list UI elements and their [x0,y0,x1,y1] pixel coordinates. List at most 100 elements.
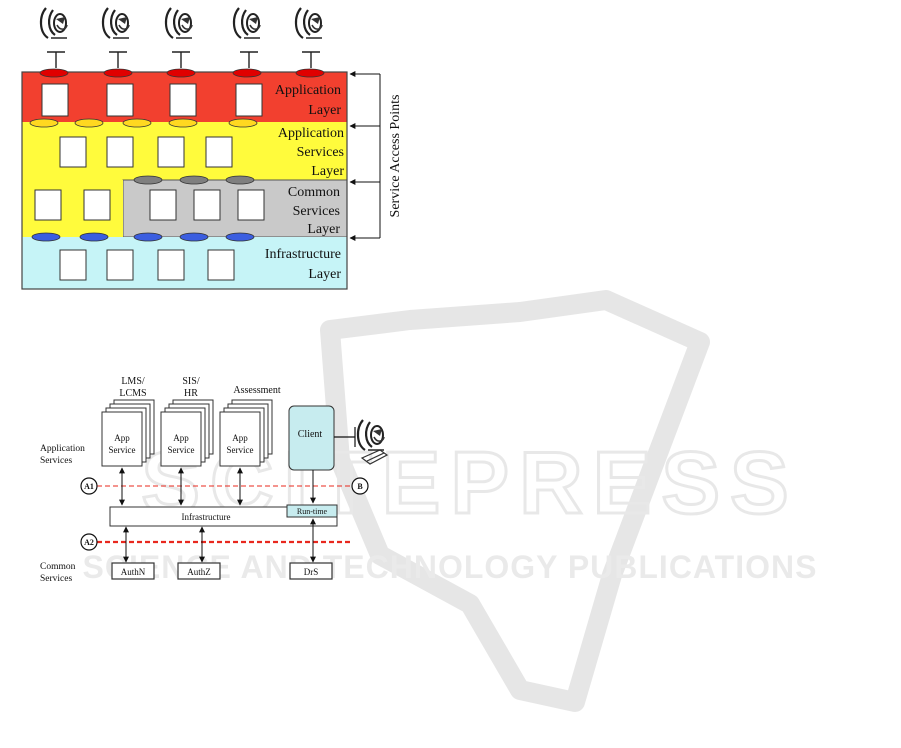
user-at-terminal-icon [232,6,262,40]
app-service-label: App [114,433,130,443]
component-box [59,249,87,281]
runtime-box [286,504,338,518]
marker-b: B [351,477,369,495]
app-service-label: App [232,433,248,443]
component-box [235,83,263,117]
marker-a1-label: A1 [84,482,94,491]
component-box [59,136,87,168]
component-boxes [34,83,265,281]
client-box [288,405,335,471]
layer-label-line: Services [297,145,344,160]
service-access-point [168,118,198,128]
layer-labels: Application Layer Application Services L… [265,83,345,282]
service-access-points [29,68,325,242]
service-access-point [225,175,255,185]
service-access-point [225,232,255,242]
app-service-label: Service [227,445,254,455]
service-access-point [122,118,152,128]
layer-label-line: Infrastructure [265,247,341,262]
service-group-heading: Assessment [233,385,280,396]
component-box [34,189,62,221]
service-access-points-label: Service Access Points [388,95,403,218]
layer-label-line: Layer [311,164,344,179]
service-access-point [39,68,69,78]
user-icons-row [39,6,324,68]
layer-label-line: Layer [307,222,340,237]
service-group-headings: LMS/ LCMS SIS/ HR Assessment [119,376,280,399]
layer-label-line: Application [275,83,341,98]
watermark: SCITEPRESS SCIENCE AND TECHNOLOGY PUBLIC… [83,290,816,712]
user-at-terminal-icon [164,6,194,40]
component-box [205,136,233,168]
app-service-label: App [173,433,189,443]
component-box [169,83,197,117]
service-access-point [295,68,325,78]
common-service-label: AuthN [121,567,146,577]
layer-label-line: Application [278,126,344,141]
component-box [207,249,235,281]
app-service-card [219,411,261,467]
application-services-label: Services [40,456,72,466]
service-group-heading: LMS/ [121,376,145,387]
component-box [83,189,111,221]
left-labels: Application Services Common Services [40,444,85,584]
service-access-point [79,232,109,242]
services-diagram: LMS/ LCMS SIS/ HR Assessment AppServiceA… [40,376,389,584]
marker-a1: A1 [80,477,98,495]
common-service-box [177,562,221,580]
common-service-boxes: AuthN AuthZ DrS [111,562,333,580]
service-group-heading: LCMS [119,388,146,399]
common-services-label: Common [40,562,76,572]
marker-b-label: B [357,482,363,491]
common-services-label: Services [40,574,72,584]
layer-label-line: Layer [308,103,341,118]
service-group-heading: SIS/ [182,376,199,387]
layer-label-line: Common [288,185,340,200]
service-access-point [133,232,163,242]
watermark-book-shape [320,290,710,712]
common-service-box [289,562,333,580]
app-service-card [101,411,143,467]
component-box [193,189,221,221]
service-access-point [103,68,133,78]
component-box [106,136,134,168]
service-access-point [179,175,209,185]
layered-architecture-diagram: Application Layer Application Services L… [21,6,403,290]
component-box [106,249,134,281]
app-service-label: Service [168,445,195,455]
service-access-point [133,175,163,185]
connection-arrows [119,467,316,563]
layer-label-line: Layer [308,267,341,282]
service-access-point [31,232,61,242]
app-service-label: Service [109,445,136,455]
service-access-point [166,68,196,78]
marker-a2-label: A2 [84,538,94,547]
service-access-point [29,118,59,128]
component-box [41,83,69,117]
common-service-label: AuthZ [187,567,211,577]
service-access-point [228,118,258,128]
runtime-label: Run-time [297,507,328,516]
app-service-card [160,411,202,467]
common-service-label: DrS [304,567,319,577]
service-access-point [232,68,262,78]
user-at-terminal-icon [294,6,324,40]
common-service-box [111,562,155,580]
client-label: Client [298,429,323,440]
layer-label-line: Services [293,204,340,219]
component-box [237,189,265,221]
service-access-point [179,232,209,242]
component-box [106,83,134,117]
component-box [157,249,185,281]
service-access-points-bracket [349,71,381,241]
component-box [157,136,185,168]
user-at-terminal-icon [39,6,69,40]
user-at-terminal-icon [101,6,131,40]
component-box [149,189,177,221]
pen-hand-icon [360,449,389,465]
infrastructure-label: Infrastructure [182,512,231,522]
marker-a2: A2 [80,533,98,551]
service-access-point [74,118,104,128]
